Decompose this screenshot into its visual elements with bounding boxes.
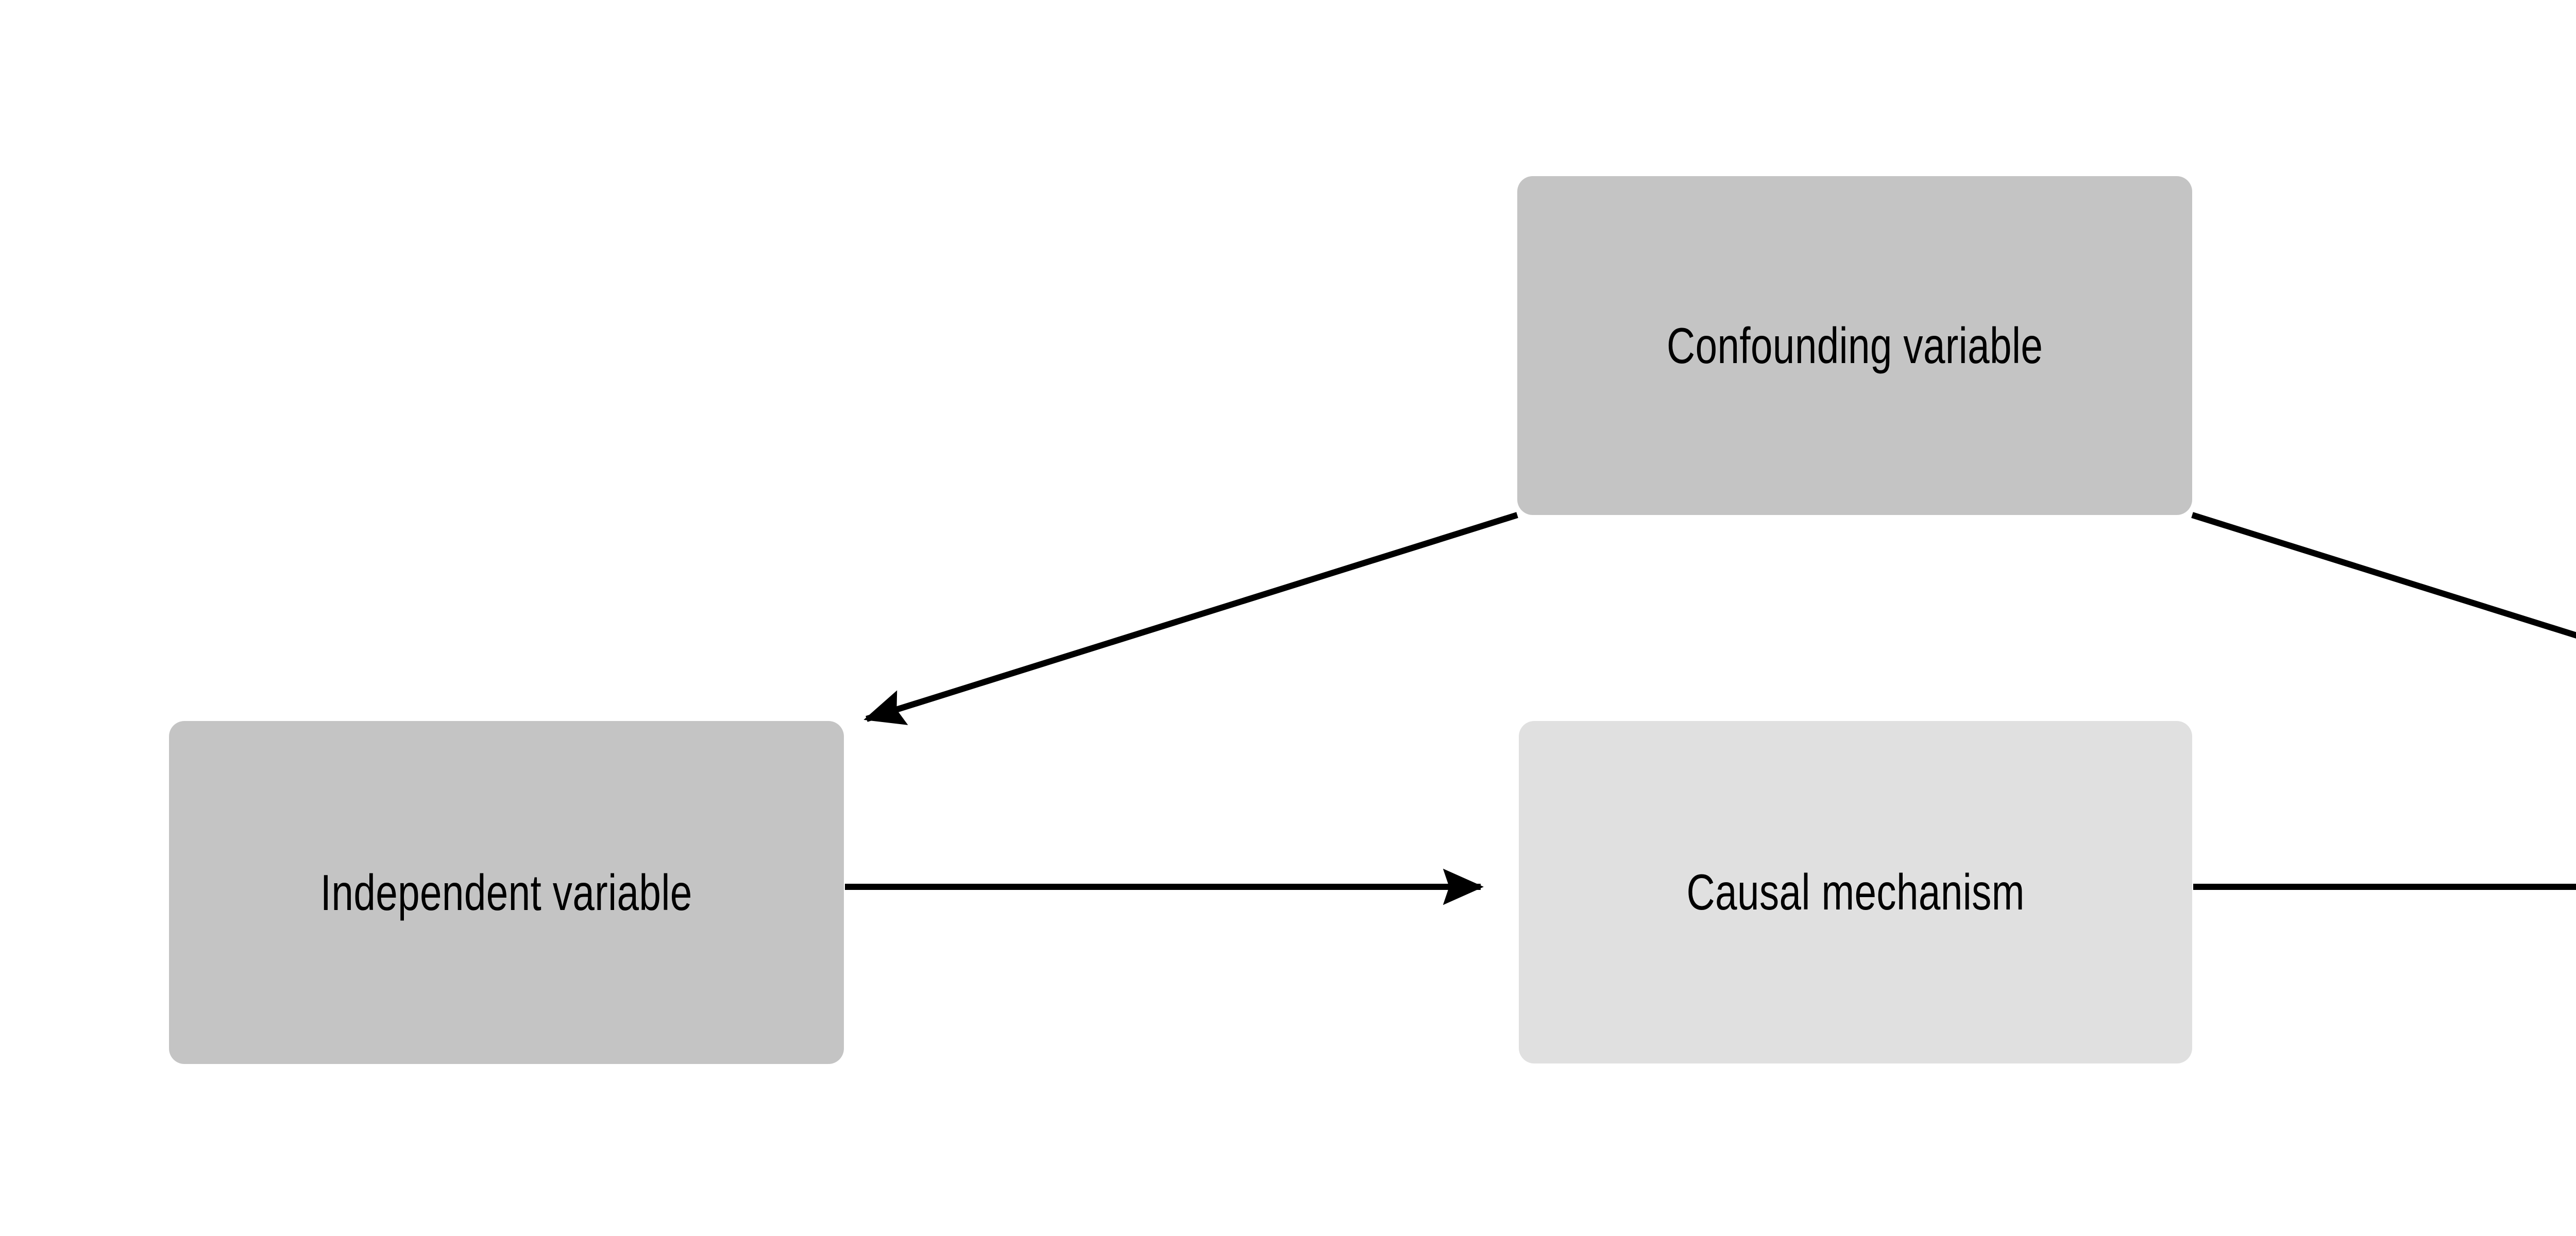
edge-confounding-to-dependent bbox=[2191, 512, 2576, 639]
node-confounding-variable[interactable]: Confounding variable bbox=[1517, 176, 2192, 515]
edge-confounding-to-independent bbox=[863, 512, 1518, 725]
node-causal-mechanism[interactable]: Causal mechanism bbox=[1519, 721, 2192, 1063]
node-independent-variable[interactable]: Independent variable bbox=[169, 721, 844, 1064]
node-confounding-variable-label: Confounding variable bbox=[1666, 317, 2043, 374]
node-causal-mechanism-label: Causal mechanism bbox=[1686, 864, 2025, 921]
node-independent-variable-label: Independent variable bbox=[320, 864, 692, 921]
